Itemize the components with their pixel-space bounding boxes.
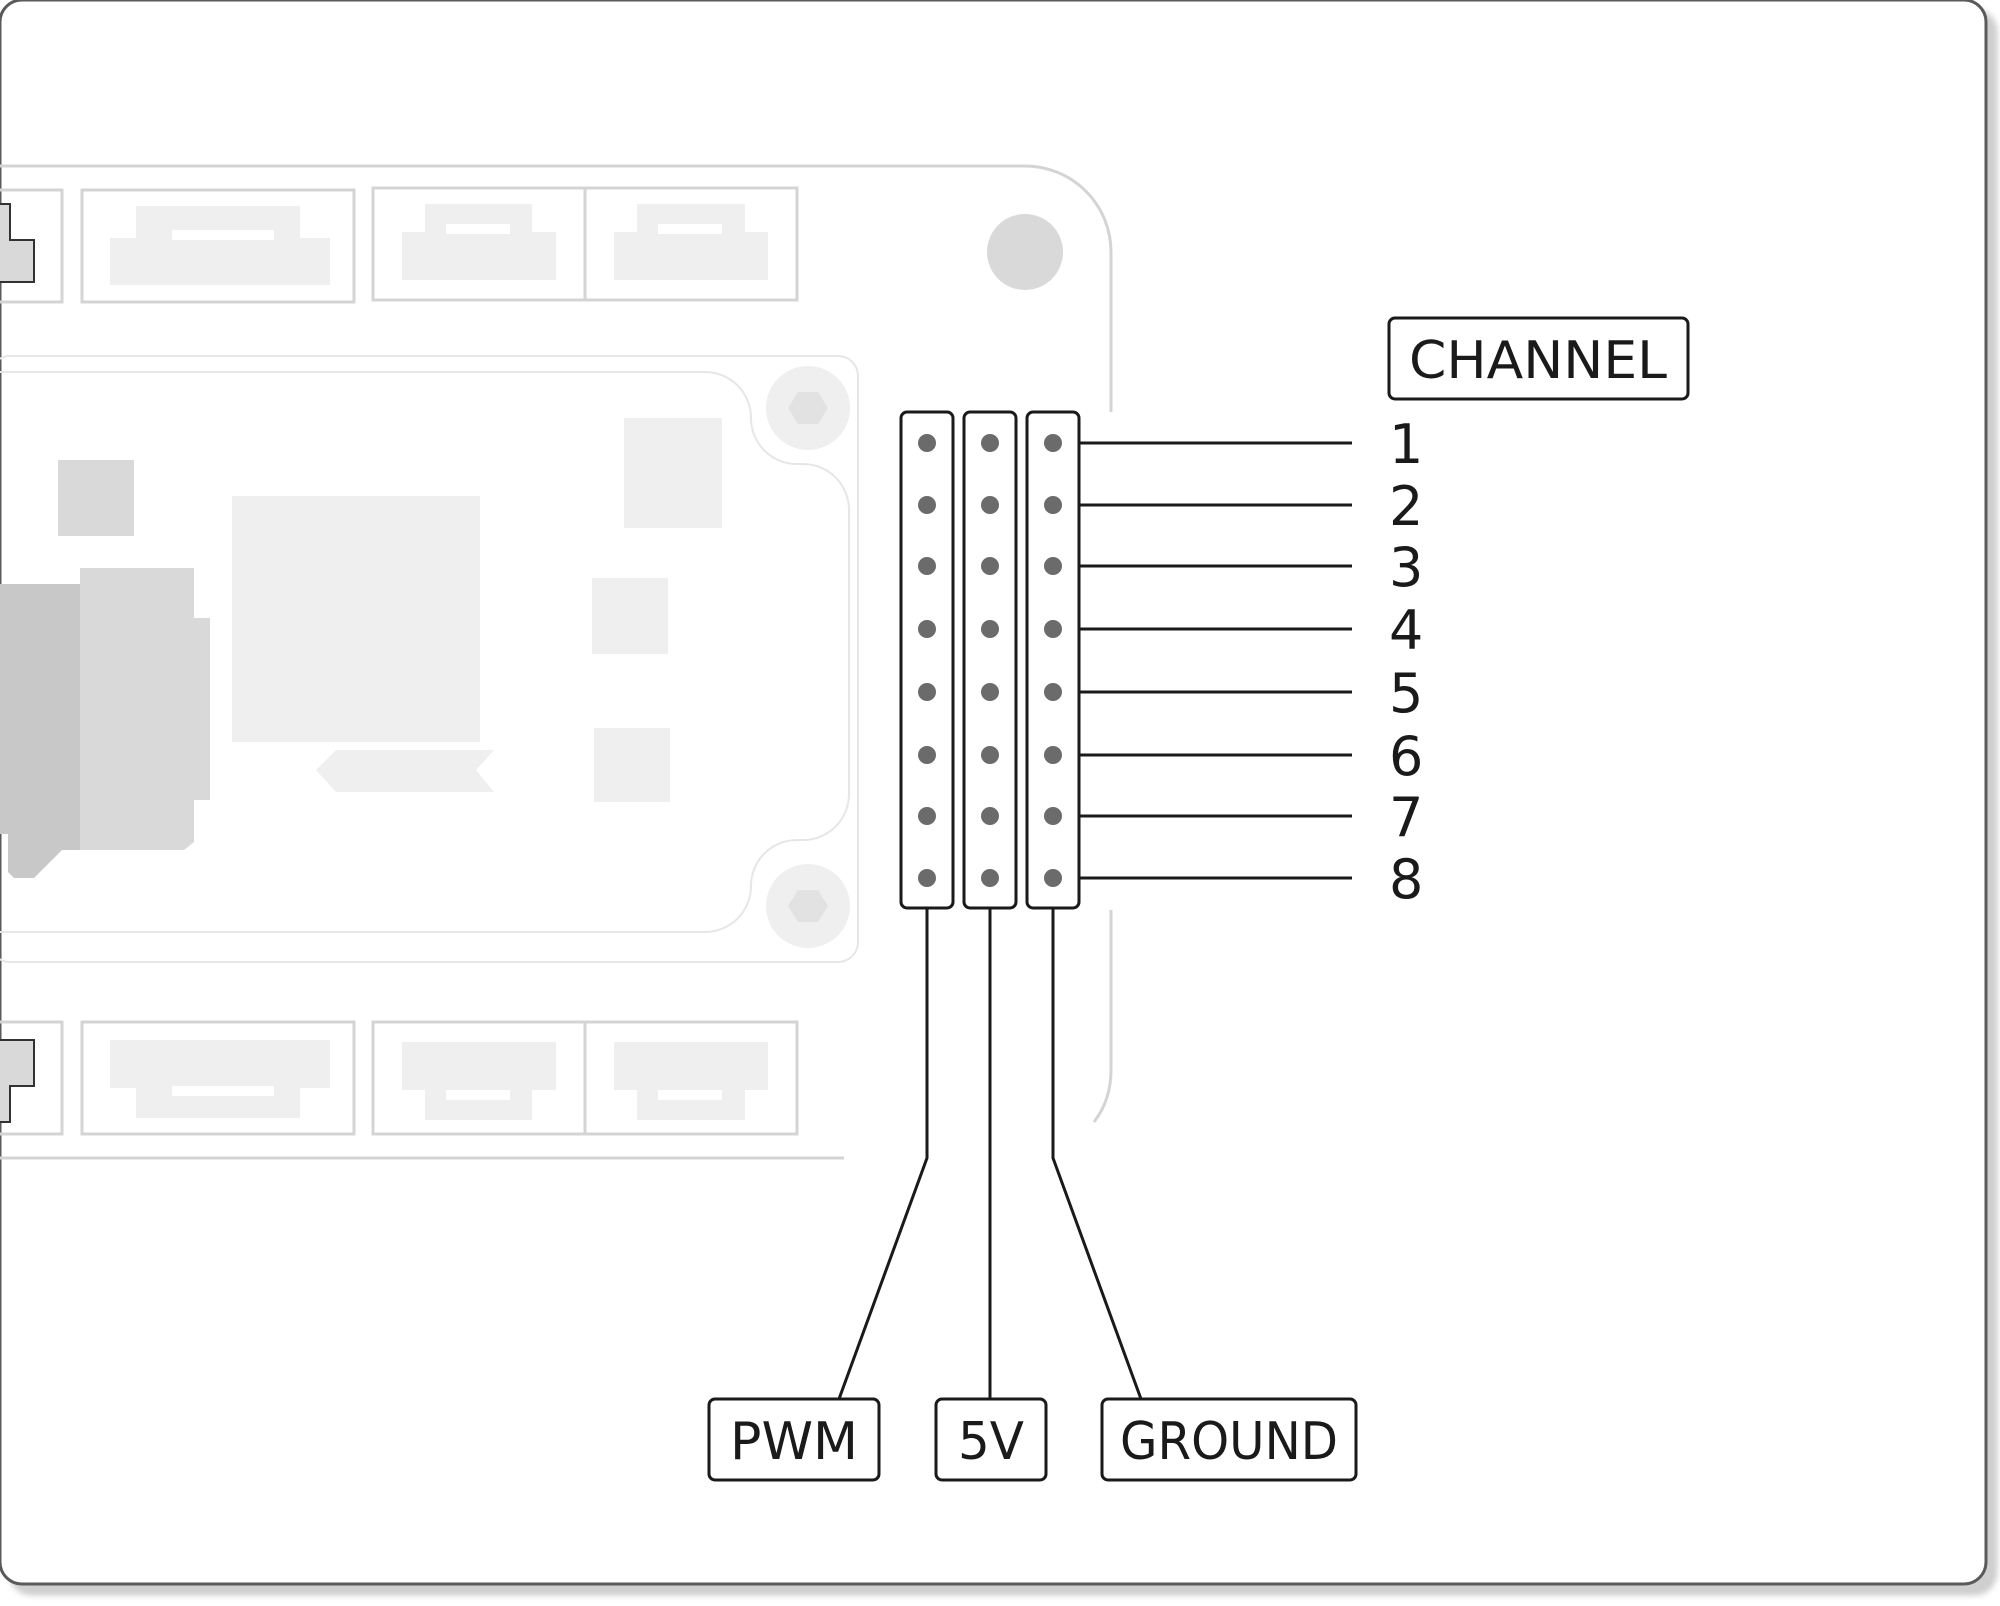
channel-number: 8 [1389, 848, 1423, 911]
pin-dot [1044, 746, 1062, 764]
board-outline [0, 164, 1113, 412]
pin-dot [1044, 557, 1062, 575]
pin-dot [1044, 807, 1062, 825]
pin-dot [1044, 496, 1062, 514]
pin-dot [1044, 683, 1062, 701]
ground-lead [1051, 908, 1143, 1400]
pin-dot [918, 434, 936, 452]
pin-dot [981, 557, 999, 575]
pin-dot [918, 496, 936, 514]
mounting-hole [987, 214, 1063, 290]
pin-dot [981, 807, 999, 825]
bottom-connectors [0, 1020, 799, 1136]
pin-dot [981, 434, 999, 452]
pin-dot [981, 683, 999, 701]
pin-dot [981, 746, 999, 764]
channel-number: 3 [1389, 536, 1423, 599]
pwm-label-text: PWM [730, 1412, 858, 1472]
pwm-label: PWM [707, 1397, 881, 1482]
channel-number: 4 [1389, 599, 1423, 662]
pin-dot [981, 869, 999, 887]
pin-dot [918, 557, 936, 575]
v5-pin-row [962, 410, 1018, 910]
pin-dot [1044, 434, 1062, 452]
pin-dot [981, 620, 999, 638]
module-components [0, 418, 722, 878]
channel-number: 7 [1389, 786, 1423, 849]
pin-dot [1044, 869, 1062, 887]
module-inner-frame [0, 371, 850, 933]
channel-header-text: CHANNEL [1409, 331, 1667, 391]
channel-number: 2 [1389, 475, 1423, 538]
pin-dot [1044, 620, 1062, 638]
top-left-plug [0, 203, 35, 283]
v5-label-text: 5V [958, 1412, 1024, 1472]
pin-dot [918, 620, 936, 638]
channel-number: 5 [1389, 662, 1423, 725]
top-connector-slots [172, 224, 722, 240]
v5-label: 5V [934, 1397, 1048, 1482]
flight-board [0, 164, 1113, 1160]
module-outer-frame [0, 355, 859, 963]
bottom-connector-slots [172, 1086, 722, 1100]
bottom-left-plug [0, 1039, 35, 1123]
channel-header-label: CHANNEL [1387, 316, 1690, 401]
ground-label: GROUND [1100, 1397, 1358, 1482]
module-screws [766, 366, 850, 948]
pin-dot [918, 746, 936, 764]
bottom-connector-bodies [110, 1040, 768, 1120]
channel-leader-lines [1079, 441, 1352, 880]
pin-headers [899, 410, 1081, 910]
board-outline-lower [1092, 910, 1113, 1123]
channel-number: 1 [1389, 413, 1423, 476]
ground-pin-row [1025, 410, 1081, 910]
pin-dot [918, 869, 936, 887]
pin-dot [918, 807, 936, 825]
top-connector-bodies [110, 204, 768, 285]
channel-number: 6 [1389, 725, 1423, 788]
pwm-lead [837, 908, 929, 1400]
ground-label-text: GROUND [1120, 1412, 1338, 1472]
pin-dot [918, 683, 936, 701]
pin-dot [981, 496, 999, 514]
pwm-pin-row [899, 410, 955, 910]
top-connectors [0, 186, 799, 304]
pin-leads [837, 908, 1143, 1400]
